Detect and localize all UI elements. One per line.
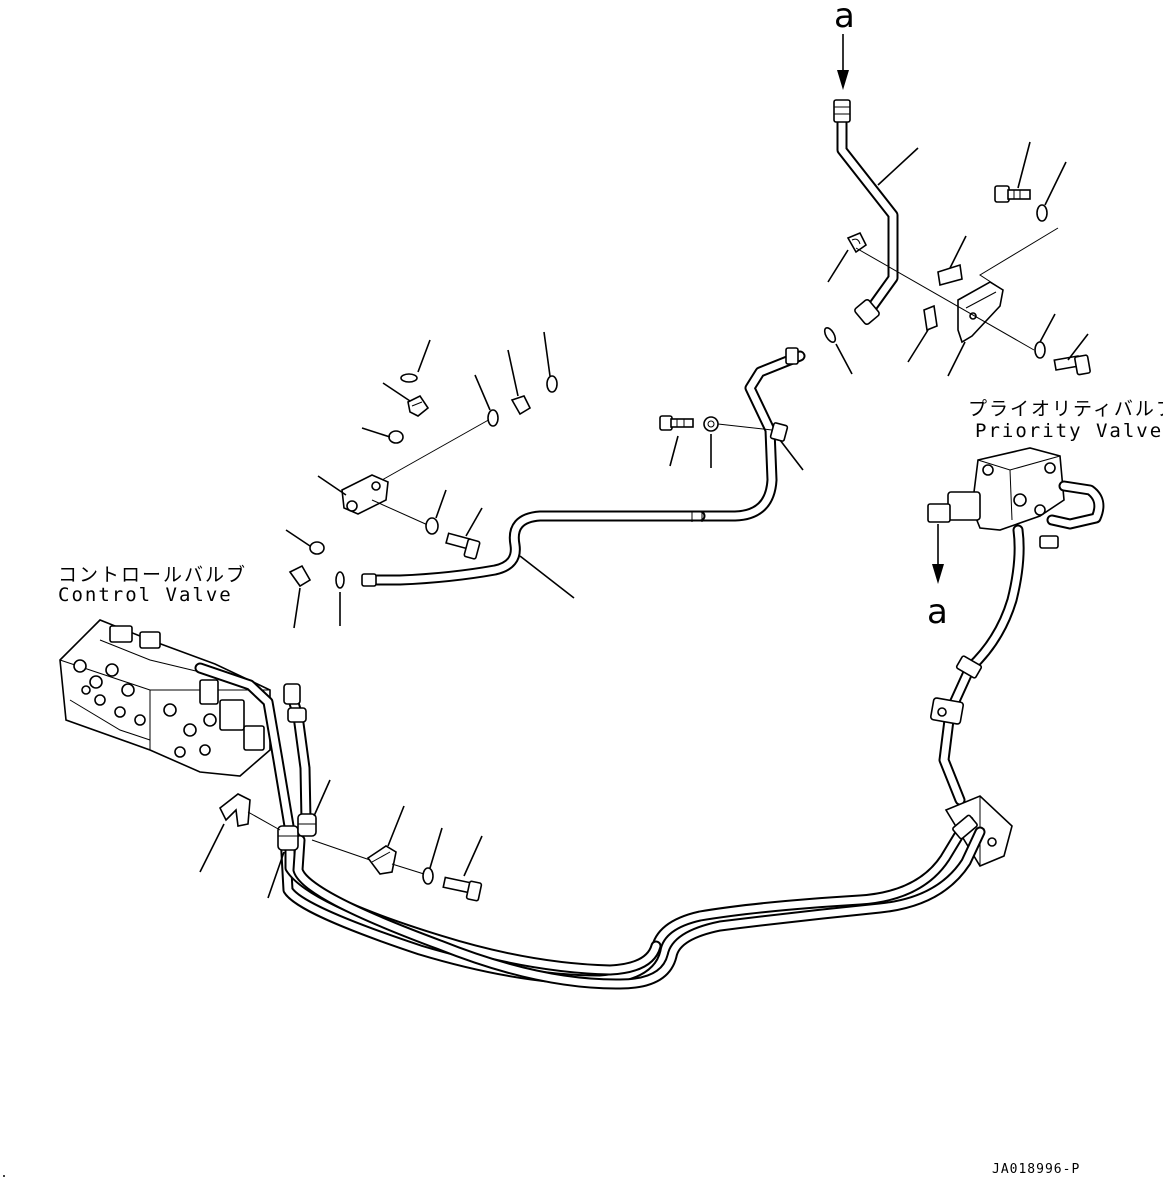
- o-ring-b: [361, 427, 404, 444]
- washer-left-block: [425, 489, 447, 535]
- priority-valve-label-en: Priority Valve: [975, 420, 1163, 442]
- leader-block-to-washer: [371, 499, 431, 527]
- washer-center: [703, 416, 773, 468]
- o-ring-a: [400, 339, 431, 383]
- control-valve-label-en: Control Valve: [58, 584, 233, 606]
- control-valve-label-jp: コントロールバルブ: [58, 564, 248, 586]
- steel-tube-top: [833, 99, 919, 326]
- washer-lower: [391, 827, 443, 885]
- bracket-right: [947, 281, 1004, 377]
- hose-control-up: [194, 662, 312, 838]
- o-ring-f: [335, 571, 345, 626]
- elbow-fitting-b: [507, 349, 532, 416]
- valve-block-small: [317, 474, 389, 515]
- connection-arrow-bottom: [932, 524, 944, 584]
- priority-valve-body: [927, 447, 1105, 549]
- clip-left: [199, 793, 281, 873]
- connection-label-top: a: [834, 0, 855, 36]
- bolt-center: [659, 415, 694, 467]
- plate-upper: [937, 235, 967, 287]
- o-ring-d: [543, 331, 558, 393]
- o-ring-e: [285, 529, 325, 555]
- leader-block-to-oring: [381, 417, 493, 481]
- hose-center-long: [361, 510, 706, 599]
- elbow-fitting-a: [382, 382, 430, 417]
- elbow-fitting-c: [288, 564, 312, 629]
- bracket-leader-lines: [855, 227, 1059, 351]
- bolt-mid-right: [1053, 333, 1091, 376]
- o-ring-center: [823, 326, 853, 375]
- plate-lower: [907, 304, 938, 363]
- priority-valve-label-jp: プライオリティバルブ: [968, 398, 1163, 420]
- control-valve-body: [59, 619, 271, 777]
- stray-mark: [3, 1175, 5, 1177]
- connection-label-bottom: a: [927, 592, 948, 632]
- o-ring-c: [474, 374, 499, 427]
- washer-mid-right: [1034, 313, 1056, 359]
- hose-priority-down: [929, 524, 1025, 806]
- bolt-lower: [442, 835, 483, 902]
- hose-clamp-pair: [267, 779, 331, 899]
- washer-top-right: [1036, 161, 1067, 222]
- bracket-lower: [311, 805, 405, 875]
- steel-tube-middle: [694, 347, 806, 522]
- bolt-top-right: [994, 141, 1031, 203]
- bolt-left-block: [445, 507, 483, 560]
- hose-bottom-long: [279, 814, 986, 990]
- connection-arrow-top: [837, 34, 849, 90]
- drawing-code: JA018996-P: [992, 1162, 1081, 1177]
- clamp-top: [827, 231, 868, 283]
